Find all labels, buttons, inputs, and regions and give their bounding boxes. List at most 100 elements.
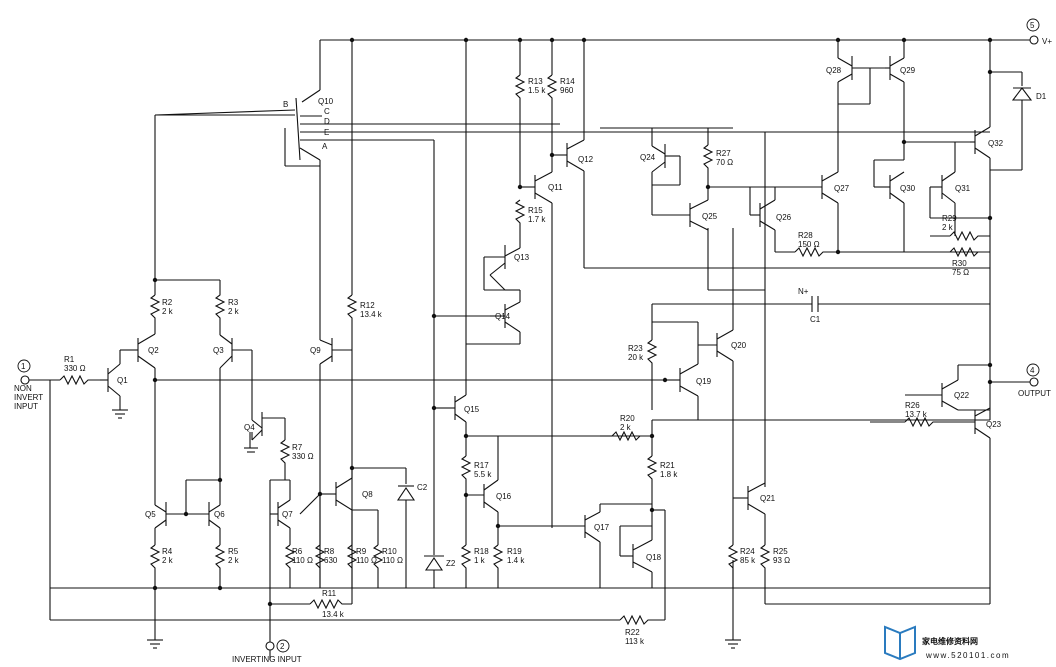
transistor-q31: Q31 bbox=[929, 142, 971, 236]
r22-value: 113 k bbox=[625, 637, 645, 646]
pin-4-label: OUTPUT bbox=[1018, 389, 1051, 398]
r5-label: R5 bbox=[228, 547, 239, 556]
book-icon bbox=[884, 625, 916, 661]
r3-label: R3 bbox=[228, 298, 239, 307]
q24-label: Q24 bbox=[640, 153, 656, 162]
capacitor-c1: N+ C1 bbox=[651, 287, 990, 324]
transistor-q13: Q13 bbox=[483, 245, 530, 291]
transistor-q17: Q17 bbox=[584, 503, 652, 588]
q10-terminal-a: A bbox=[322, 142, 328, 151]
output-column: 4 OUTPUT bbox=[930, 158, 1051, 420]
transistor-q2: Q2 bbox=[130, 320, 159, 505]
r10-label: R10 bbox=[382, 547, 397, 556]
q5-label: Q5 bbox=[145, 510, 156, 519]
r2-value: 2 k bbox=[162, 307, 174, 316]
transistor-q7: Q7 R6 110 Ω bbox=[269, 479, 313, 660]
transistor-q11: Q11 bbox=[517, 155, 563, 528]
c1-np-label: N+ bbox=[798, 287, 809, 296]
pin-1-number: 1 bbox=[21, 362, 26, 371]
transistor-q14: Q14 bbox=[466, 274, 521, 345]
q18-label: Q18 bbox=[646, 553, 662, 562]
q26-label: Q26 bbox=[776, 213, 792, 222]
q15-label: Q15 bbox=[464, 405, 480, 414]
q23-label: Q23 bbox=[986, 420, 1002, 429]
r15-label: R15 bbox=[528, 206, 543, 215]
r20-value: 2 k bbox=[620, 423, 632, 432]
watermark-url: www.520101.com bbox=[925, 651, 1010, 660]
q17-label: Q17 bbox=[594, 523, 610, 532]
pin-4-number: 4 bbox=[1030, 366, 1035, 375]
input-load-resistors: R2 2 k R3 2 k bbox=[149, 114, 295, 335]
transistor-q26: Q26 bbox=[749, 187, 792, 252]
r7-label: R7 bbox=[292, 443, 303, 452]
q10-label: Q10 bbox=[318, 97, 334, 106]
r12-value: 13.4 k bbox=[360, 310, 383, 319]
resistor-r20: R20 2 k bbox=[600, 414, 655, 442]
transistor-q15: Q15 bbox=[450, 37, 652, 456]
pin-5-label: V+ bbox=[1042, 37, 1052, 46]
r8-value: 630 bbox=[324, 556, 338, 565]
r26-label: R26 bbox=[905, 401, 920, 410]
transistor-q29: Q29 bbox=[885, 37, 970, 145]
transistor-q10: B Q10 C D E A bbox=[154, 40, 990, 340]
transistor-q32: Q32 bbox=[970, 126, 1004, 159]
q11-label: Q11 bbox=[548, 183, 563, 192]
r12-label: R12 bbox=[360, 301, 375, 310]
transistor-q21: Q21 bbox=[707, 132, 776, 545]
transistor-q18: Q18 bbox=[619, 510, 662, 588]
r4-value: 2 k bbox=[162, 556, 174, 565]
r23-value: 20 k bbox=[628, 353, 644, 362]
r9-label: R9 bbox=[356, 547, 367, 556]
resistor-r26: R26 13.7 k bbox=[870, 401, 958, 428]
transistor-q4: Q4 bbox=[244, 412, 285, 453]
r20-label: R20 bbox=[620, 414, 635, 423]
pin-1-label-line2: INVERT bbox=[14, 393, 43, 402]
transistor-q30: Q30 bbox=[873, 142, 916, 252]
resistor-r17: R17 5.5 k bbox=[460, 455, 492, 495]
r27-value: 70 Ω bbox=[716, 158, 733, 167]
transistor-q16: Q16 bbox=[463, 436, 585, 545]
r3-value: 2 k bbox=[228, 307, 240, 316]
ground-bus bbox=[50, 560, 990, 649]
transistor-q5: Q5 bbox=[145, 502, 186, 545]
r17-value: 5.5 k bbox=[474, 470, 492, 479]
q25-label: Q25 bbox=[702, 212, 718, 221]
q6-label: Q6 bbox=[214, 510, 225, 519]
r21-label: R21 bbox=[660, 461, 675, 470]
q13-label: Q13 bbox=[514, 253, 530, 262]
r30-value: 75 Ω bbox=[952, 268, 969, 277]
r28-label: R28 bbox=[798, 231, 813, 240]
q28-label: Q28 bbox=[826, 66, 842, 75]
q14-label: Q14 bbox=[495, 312, 511, 321]
pin-1-non-invert-input: 1 NON INVERT INPUT bbox=[14, 359, 620, 621]
r26-value: 13.7 k bbox=[905, 410, 928, 419]
transistor-q6: Q6 bbox=[183, 477, 225, 545]
r10-value: 110 Ω bbox=[382, 556, 403, 565]
transistor-q19: Q19 bbox=[652, 321, 990, 421]
resistor-r11: R11 13.4 k bbox=[267, 468, 353, 619]
q10-terminal-c: C bbox=[324, 107, 330, 116]
capacitor-c2: C2 bbox=[349, 465, 428, 588]
r1-value: 330 Ω bbox=[64, 364, 86, 373]
transistor-q22: Q22 bbox=[905, 365, 990, 411]
resistor-r1: R1 330 Ω bbox=[59, 355, 100, 386]
r25-value: 93 Ω bbox=[773, 556, 790, 565]
watermark: 家电维修资料网 www.520101.com bbox=[884, 625, 1010, 661]
pin-2-label: INVERTING INPUT bbox=[232, 655, 302, 664]
resistor-r14: R14 960 bbox=[546, 37, 575, 155]
q30-label: Q30 bbox=[900, 184, 916, 193]
transistor-q20: Q20 bbox=[698, 228, 747, 380]
r11-value: 13.4 k bbox=[322, 610, 345, 619]
r28-value: 150 Ω bbox=[798, 240, 820, 249]
r8-label: R8 bbox=[324, 547, 335, 556]
r30-label: R30 bbox=[952, 259, 967, 268]
q3-label: Q3 bbox=[213, 346, 224, 355]
pin-4-terminal bbox=[1029, 377, 1039, 387]
r24-value: 85 k bbox=[740, 556, 756, 565]
resistors-r4-r5: R4 2 k R5 2 k bbox=[149, 544, 240, 591]
q20-label: Q20 bbox=[731, 341, 747, 350]
q10-terminal-e: E bbox=[324, 128, 329, 137]
r15-value: 1.7 k bbox=[528, 215, 546, 224]
r7-value: 330 Ω bbox=[292, 452, 314, 461]
